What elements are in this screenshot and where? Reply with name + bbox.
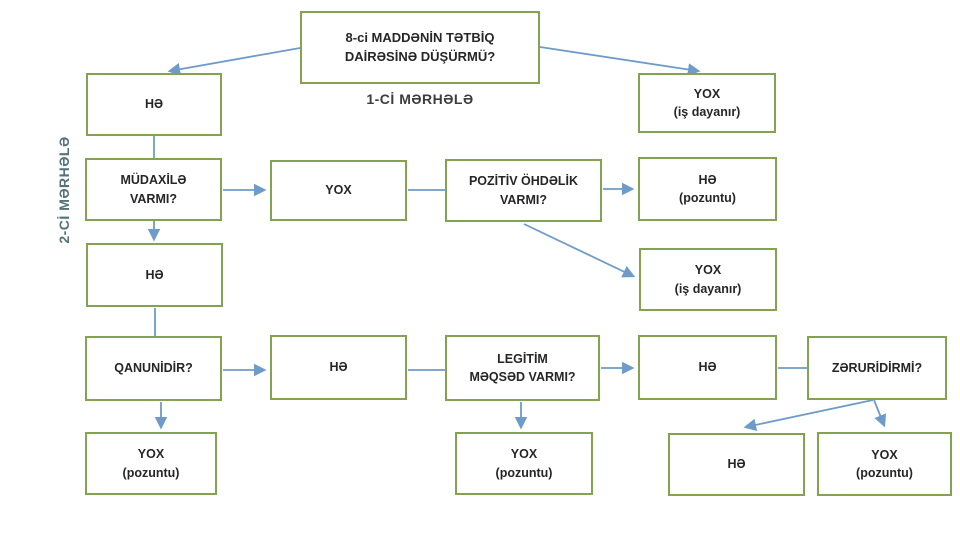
box-r2-yox: YOX (270, 160, 407, 221)
stage-1-label: 1-Cİ MƏRHƏLƏ (366, 91, 474, 107)
box-r4-zeruridirmi: ZƏRURİDİRMİ? (807, 336, 947, 400)
stage-2-label: 2-Cİ MƏRHƏLƏ (56, 136, 72, 244)
box-r5-yox2: YOX (pozuntu) (455, 432, 593, 495)
box-r5-yox1: YOX (pozuntu) (85, 432, 217, 495)
connector-zeruridirmi-to-r5-yox3 (873, 399, 887, 428)
box-title: 8-ci MADDƏNİN TƏTBİQ DAİRƏSİNƏ DÜŞÜRMÜ? (300, 11, 540, 84)
box-r4-he: HƏ (270, 335, 407, 400)
connector-title-to-r1-yox (539, 46, 701, 76)
box-r3-yox: YOX (iş dayanır) (639, 248, 777, 311)
connector-pozitiv-to-r3-yox (523, 223, 636, 278)
box-r5-he: HƏ (668, 433, 805, 496)
box-r5-yox3: YOX (pozuntu) (817, 432, 952, 496)
box-r2-he-pozuntu: HƏ (pozuntu) (638, 157, 777, 221)
box-r2-pozitiv: POZİTİV ÖHDƏLİK VARMI? (445, 159, 602, 222)
box-r2-mudaxile: MÜDAXİLƏ VARMI? (85, 158, 222, 221)
box-r1-he: HƏ (86, 73, 222, 136)
connector-title-to-r1-he (167, 47, 301, 76)
box-r3-he: HƏ (86, 243, 223, 307)
box-r4-qanunidir: QANUNİDİR? (85, 336, 222, 401)
box-r4-legitim: LEGİTİM MƏQSƏD VARMI? (445, 335, 600, 401)
box-r1-yox: YOX (iş dayanır) (638, 73, 776, 133)
box-r4-he2: HƏ (638, 335, 777, 400)
connector-zeruridirmi-to-r5-he (743, 399, 874, 432)
